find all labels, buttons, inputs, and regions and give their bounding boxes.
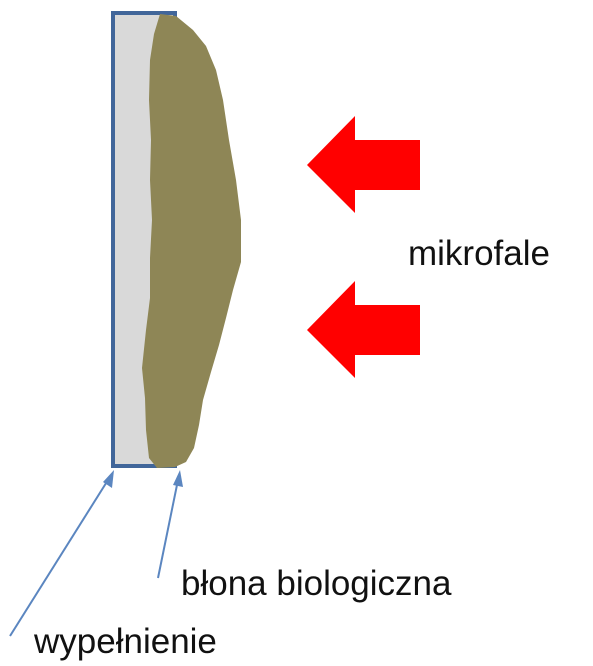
filling-pointer-line: [10, 480, 108, 636]
biofilm-pointer-head: [173, 470, 183, 487]
microwave-arrow-bottom: [307, 281, 420, 378]
microwave-arrow-top: [307, 116, 420, 213]
biofilm-label: błona biologiczna: [181, 566, 451, 601]
biofilm-layer: [142, 14, 241, 468]
microwaves-label: mikrofale: [408, 236, 550, 271]
biofilm-pointer-line: [158, 480, 178, 578]
filling-label: wypełnienie: [34, 624, 217, 659]
